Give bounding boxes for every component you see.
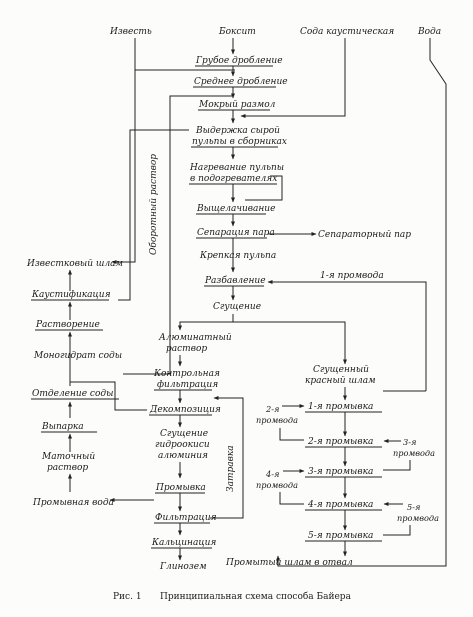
wash-3: 3-я промывка [308, 467, 373, 477]
step-dissolution: Растворение [35, 320, 100, 330]
step-control-filtration-2: фильтрация [157, 380, 218, 390]
step-alumina: Глинозем [159, 562, 207, 572]
step-filtration: Фильтрация [155, 513, 217, 523]
wash-4: 4-я промывка [307, 500, 373, 510]
label-seed: Затравка [226, 445, 236, 492]
flow-line [276, 38, 447, 567]
step-evaporation: Выпарка [41, 422, 84, 432]
input-caustic-soda: Сода каустическая [300, 27, 394, 37]
caption-text: Принципиальная схема способа Байера [160, 591, 352, 602]
step-mother-liquor-1: Маточный [41, 452, 95, 462]
flow-line [383, 525, 411, 536]
step-mother-liquor-2: раствор [47, 463, 88, 473]
flow-line [279, 492, 304, 505]
step-soda-monohydrate: Моногидрат соды [33, 351, 122, 361]
ww3-a: 3-я [403, 437, 416, 447]
step-mud-to-dump: Промытый шлам в отвал [225, 558, 353, 568]
flow-line [240, 38, 346, 118]
step-thick-red-mud-2: красный шлам [305, 376, 376, 386]
ww3-b: промвода [393, 448, 435, 458]
step-holding-1: Выдержка сырой [195, 126, 280, 136]
step-wet-grinding: Мокрый размол [198, 100, 276, 110]
flow-line [279, 428, 304, 441]
step-holding-2: пульпы в сборниках [192, 136, 287, 147]
flow-line [123, 95, 232, 375]
step-lime-sludge: Известковый шлам [26, 259, 123, 269]
step-hydroxide-thick-2: гидроокиси [155, 440, 210, 450]
step-hydroxide-thick-1: Сгущение [160, 429, 208, 439]
step-control-filtration-1: Контрольная [153, 369, 220, 379]
step-steam-separation: Сепарация пара [197, 228, 275, 238]
ww4-b: промвода [256, 480, 298, 490]
input-bauxite: Боксит [218, 27, 256, 37]
step-heating-1: Нагревание пульпы [189, 163, 284, 173]
ww4-a: 4-я [265, 469, 279, 479]
step-separator-steam: Сепараторный пар [318, 230, 411, 240]
label-wash-water-1: 1-я промвода [320, 271, 384, 281]
step-washing: Промывка [155, 483, 206, 493]
input-water: Вода [417, 27, 441, 37]
ww2-b: промвода [256, 415, 298, 425]
ww5-b: промвода [397, 513, 439, 523]
wash-1: 1-я промывка [308, 402, 373, 412]
ww5-a: 5-я [407, 502, 420, 512]
step-wash-water: Промывная вода [32, 498, 114, 508]
label-circulating-solution: Оборотный раствор [148, 154, 159, 255]
step-hydroxide-thick-3: алюминия [158, 451, 208, 461]
step-medium-crushing: Среднее дробление [194, 76, 288, 87]
wash-5: 5-я промывка [308, 531, 373, 541]
step-thickening: Сгущение [213, 302, 261, 312]
step-heating-2: в подогревателях [190, 174, 277, 184]
flow-line [383, 460, 411, 471]
flow-line [245, 175, 283, 201]
step-coarse-crushing: Грубое дробление [195, 55, 283, 66]
step-crude-pulp: Крепкая пульпа [199, 251, 276, 261]
step-leaching: Выщелачивание [196, 204, 275, 214]
flow-line [111, 70, 136, 264]
step-thick-red-mud-1: Сгущенный [313, 365, 369, 375]
wash-2: 2-я промывка [307, 437, 373, 447]
ww2-a: 2-я [265, 404, 279, 414]
flow-line [267, 280, 427, 391]
step-soda-separation: Отделение соды [32, 389, 113, 399]
caption-number: Рис. 1 [113, 592, 142, 602]
step-calcination: Кальцинация [151, 538, 216, 548]
step-dilution: Разбавление [204, 275, 266, 286]
flow-line [233, 321, 347, 365]
step-aluminate-1: Алюминатный [158, 333, 232, 343]
flow-line [210, 396, 244, 519]
step-causticization: Каустификация [31, 290, 111, 300]
flow-line [178, 314, 234, 331]
flow-line [70, 381, 147, 411]
input-lime: Известь [109, 27, 152, 37]
step-aluminate-2: раствор [166, 344, 207, 354]
step-decomposition: Декомпозиция [149, 405, 221, 415]
flow-line [118, 129, 189, 301]
